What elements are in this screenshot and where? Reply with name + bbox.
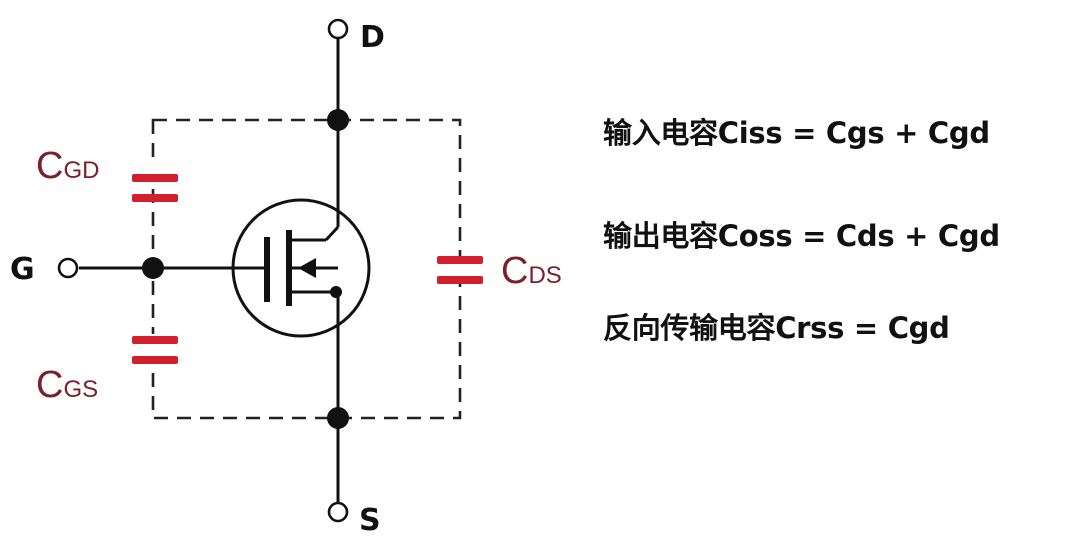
- cds-plate-top: [437, 256, 483, 264]
- cgs-label: CGS: [36, 364, 98, 406]
- cds-label-main: C: [501, 250, 528, 292]
- cgd-label: CGD: [36, 145, 99, 187]
- cgs-label-sub: GS: [63, 376, 98, 403]
- source-body-node: [330, 286, 342, 298]
- cgd-gap: [147, 160, 159, 178]
- drain-channel-link: [324, 225, 340, 242]
- output-capacitance-formula: 输出电容Coss = Cds + Cgd: [603, 219, 1000, 253]
- cgd-label-main: C: [36, 145, 63, 187]
- drain-terminal: [327, 18, 349, 40]
- reverse-transfer-capacitance-formula: 反向传输电容Crss = Cgd: [603, 311, 950, 345]
- mosfet-body-circle: [231, 198, 371, 338]
- drain-label: D: [360, 20, 385, 55]
- body-arrow-icon: [298, 258, 316, 278]
- input-capacitance-formula: 输入电容Ciss = Cgs + Cgd: [603, 116, 990, 150]
- source-terminal: [327, 501, 349, 523]
- cgs-plate-top: [132, 336, 178, 344]
- cds-label-sub: DS: [528, 262, 561, 289]
- gate-terminal: [57, 257, 79, 279]
- cds-label: CDS: [501, 250, 562, 292]
- cds-capacitor: [437, 256, 483, 284]
- source-label: S: [359, 503, 381, 538]
- cgd-plate-top: [132, 174, 178, 182]
- drain-junction-node: [327, 109, 349, 131]
- cgd-plate-bottom: [132, 194, 178, 202]
- gate-label: G: [10, 252, 35, 287]
- cgd-capacitor: [132, 160, 178, 202]
- cgs-capacitor: [132, 334, 178, 364]
- gate-junction-node: [142, 257, 164, 279]
- cgs-label-main: C: [36, 364, 63, 406]
- cgs-plate-bottom: [132, 356, 178, 364]
- mosfet-symbol: [231, 198, 371, 338]
- cgd-label-sub: GD: [63, 157, 99, 184]
- source-junction-node: [327, 407, 349, 429]
- cds-plate-bottom: [437, 276, 483, 284]
